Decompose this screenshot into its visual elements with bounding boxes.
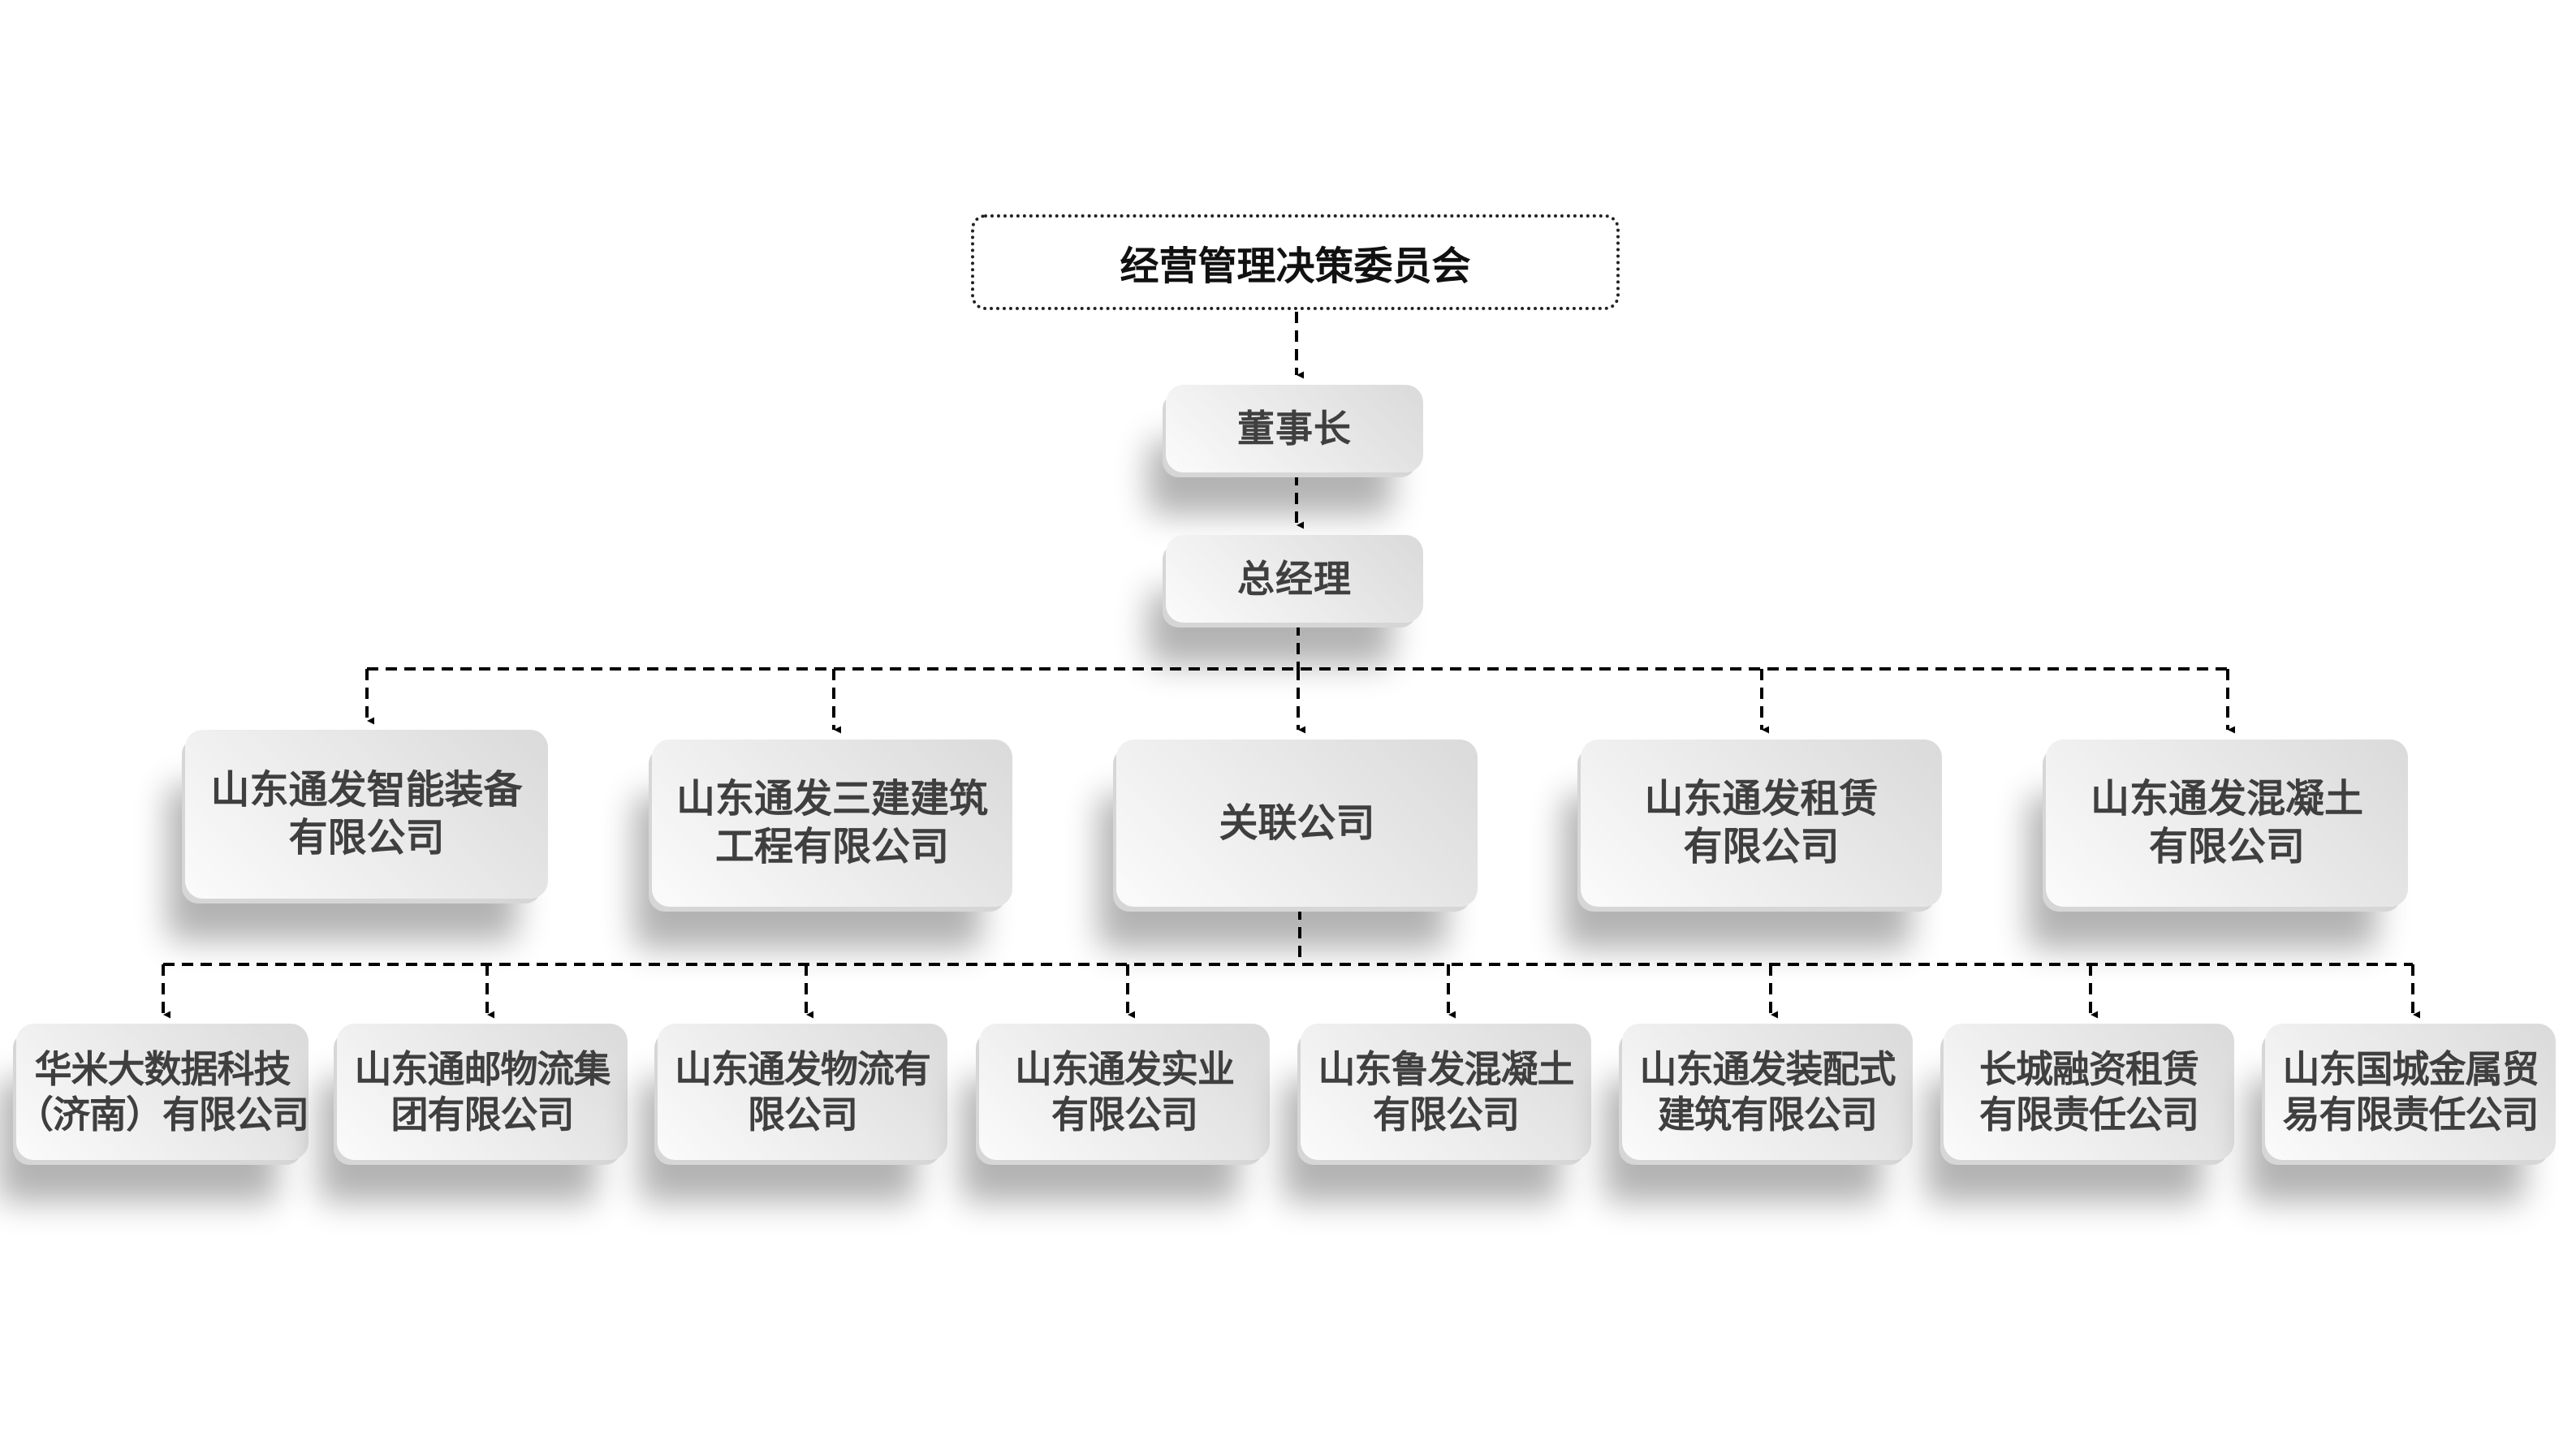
node-affiliate[interactable]: 山东通发物流有限公司 [658,1024,947,1160]
node-affiliate[interactable]: 山东通发装配式建筑有限公司 [1622,1024,1913,1160]
node-affiliate-label: 山东通发装配式建筑有限公司 [1639,1046,1896,1136]
node-subsidiary-label: 山东通发智能装备有限公司 [210,767,523,860]
node-affiliated-companies-label: 关联公司 [1219,800,1375,846]
node-affiliate[interactable]: 长城融资租赁有限责任公司 [1944,1024,2234,1160]
node-committee-label: 经营管理决策委员会 [1120,244,1471,289]
node-affiliate-label: 山东国城金属贸易有限责任公司 [2282,1046,2539,1136]
node-subsidiary-label: 山东通发租赁有限公司 [1644,776,1879,869]
node-affiliate[interactable]: 山东通发实业有限公司 [979,1024,1270,1160]
node-subsidiary-label: 山东通发三建建筑工程有限公司 [675,776,988,869]
node-subsidiary-label: 山东通发混凝土有限公司 [2090,776,2363,869]
node-general-manager[interactable]: 总经理 [1166,535,1423,623]
node-subsidiary[interactable]: 山东通发混凝土有限公司 [2046,740,2408,907]
node-affiliate-label: 华米大数据科技（济南）有限公司 [16,1046,309,1136]
node-affiliate-label: 长城融资租赁有限责任公司 [1979,1046,2199,1136]
node-affiliate-label: 山东通发实业有限公司 [1015,1046,1235,1136]
node-subsidiary[interactable]: 山东通发智能装备有限公司 [185,730,548,899]
node-general-manager-label: 总经理 [1237,556,1352,601]
node-chairman[interactable]: 董事长 [1166,385,1423,472]
node-affiliate[interactable]: 山东国城金属贸易有限责任公司 [2265,1024,2556,1160]
node-committee[interactable]: 经营管理决策委员会 [971,214,1620,310]
node-chairman-label: 董事长 [1237,406,1352,451]
node-affiliate[interactable]: 华米大数据科技（济南）有限公司 [16,1024,309,1160]
node-affiliate-label: 山东鲁发混凝土有限公司 [1318,1046,1575,1136]
node-subsidiary[interactable]: 山东通发租赁有限公司 [1581,740,1942,907]
node-subsidiary[interactable]: 山东通发三建建筑工程有限公司 [652,740,1012,907]
node-affiliate-label: 山东通邮物流集团有限公司 [354,1046,611,1136]
node-affiliated-companies[interactable]: 关联公司 [1116,740,1478,907]
node-affiliate[interactable]: 山东通邮物流集团有限公司 [337,1024,628,1160]
node-affiliate-label: 山东通发物流有限公司 [675,1046,931,1136]
node-affiliate[interactable]: 山东鲁发混凝土有限公司 [1301,1024,1591,1160]
